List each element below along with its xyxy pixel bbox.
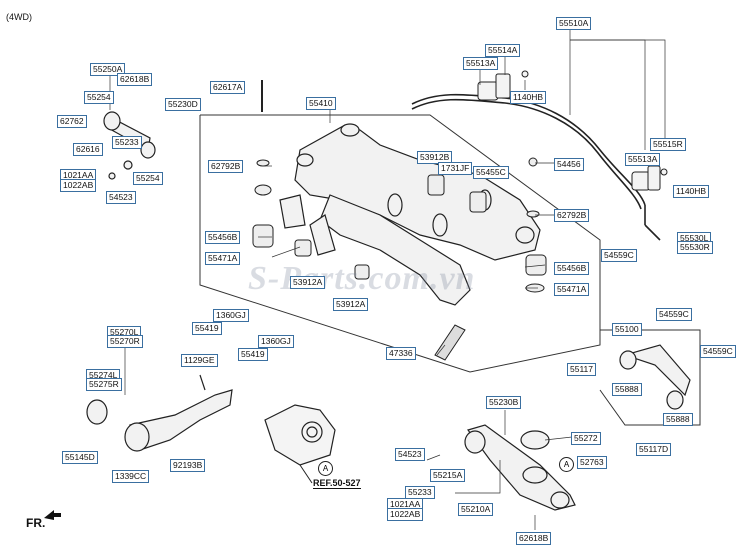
callout-label: 92193B	[170, 459, 206, 472]
knuckle	[264, 404, 336, 466]
callout-label: 55100	[612, 323, 642, 336]
callout-label: 53912B	[417, 151, 453, 164]
front-arrow-icon	[44, 510, 61, 520]
callout-label: 55455C	[473, 166, 509, 179]
stabilizer-bushings	[477, 70, 668, 191]
callout-label: 54523	[106, 191, 136, 204]
callout-label: 62792B	[208, 160, 244, 173]
callout-label: 54456	[554, 158, 584, 171]
callout-label: 54559C	[700, 345, 736, 358]
callout-label: 55270R	[107, 335, 143, 348]
callout-label: 55513A	[625, 153, 661, 166]
callout-label: 1022AB	[60, 179, 97, 192]
callout-label: 62617A	[210, 81, 246, 94]
callout-label: 55230B	[486, 396, 522, 409]
callout-label: 55510A	[556, 17, 592, 30]
callout-label: 53912A	[333, 298, 369, 311]
circle-marker: A	[559, 457, 574, 472]
ref-leader	[299, 464, 313, 484]
callout-label: 47336	[386, 347, 416, 360]
callout-label: 1129GE	[181, 354, 218, 367]
callout-label: 1731JF	[438, 162, 473, 175]
callout-label: 62792B	[554, 209, 590, 222]
callout-label: 62762	[57, 115, 87, 128]
callout-label: 55145D	[62, 451, 98, 464]
callout-label: 55410	[306, 97, 336, 110]
callout-label: 1360GJ	[213, 309, 249, 322]
callout-label: 52763	[577, 456, 607, 469]
callout-label: 55254	[133, 172, 163, 185]
callout-label: 1339CC	[112, 470, 150, 483]
callout-label: 54559C	[656, 308, 692, 321]
callout-label: 53912A	[290, 276, 326, 289]
callout-label: 1360GJ	[258, 335, 294, 348]
callout-label: 55419	[192, 322, 222, 335]
stabilizer-bar	[411, 93, 661, 241]
callout-label: 55117	[567, 363, 597, 376]
callout-label: 55272	[571, 432, 601, 445]
variant-note: (4WD)	[6, 12, 32, 22]
subframe-mounts	[252, 157, 547, 293]
subframe-outline	[199, 114, 601, 373]
rear-subframe	[279, 123, 541, 306]
callout-label: 55250A	[90, 63, 126, 76]
lower-control-arm	[464, 424, 576, 511]
front-direction-marker: FR.	[26, 516, 46, 530]
callout-label: 62618B	[117, 73, 153, 86]
callout-label: 55230D	[165, 98, 201, 111]
callout-label: 55254	[84, 91, 114, 104]
lower-arm-outline	[599, 329, 701, 426]
callout-label: 55888	[612, 383, 642, 396]
callout-label: 55456B	[554, 262, 590, 275]
callout-label: 1140HB	[673, 185, 710, 198]
callout-label: 55215A	[430, 469, 466, 482]
callout-label: 55513A	[463, 57, 499, 70]
callout-label: 55456B	[205, 231, 241, 244]
callout-label: 55419	[238, 348, 268, 361]
callout-label: 55117D	[636, 443, 672, 456]
callout-label: 55233	[112, 136, 142, 149]
lateral-arm	[619, 344, 691, 410]
bump-stop	[434, 324, 466, 361]
callout-label: 1022AB	[387, 508, 424, 521]
watermark: S-Parts.com.vn	[248, 260, 476, 297]
reference-label: REF.50-527	[313, 478, 361, 489]
callout-label: 54523	[395, 448, 425, 461]
callout-label: 55275R	[86, 378, 122, 391]
trailing-arm	[86, 374, 233, 452]
callout-label: 62616	[73, 143, 103, 156]
callout-label: 1140HB	[510, 91, 547, 104]
callout-label: 55471A	[205, 252, 241, 265]
callout-label: 55515R	[650, 138, 686, 151]
callout-label: 55210A	[458, 503, 494, 516]
callout-label: 55530R	[677, 241, 713, 254]
callout-label: 54559C	[601, 249, 637, 262]
callout-label: 55514A	[485, 44, 521, 57]
circle-marker: A	[318, 461, 333, 476]
callout-label: 55888	[663, 413, 693, 426]
callout-label: 62618B	[516, 532, 552, 545]
callout-label: 55471A	[554, 283, 590, 296]
